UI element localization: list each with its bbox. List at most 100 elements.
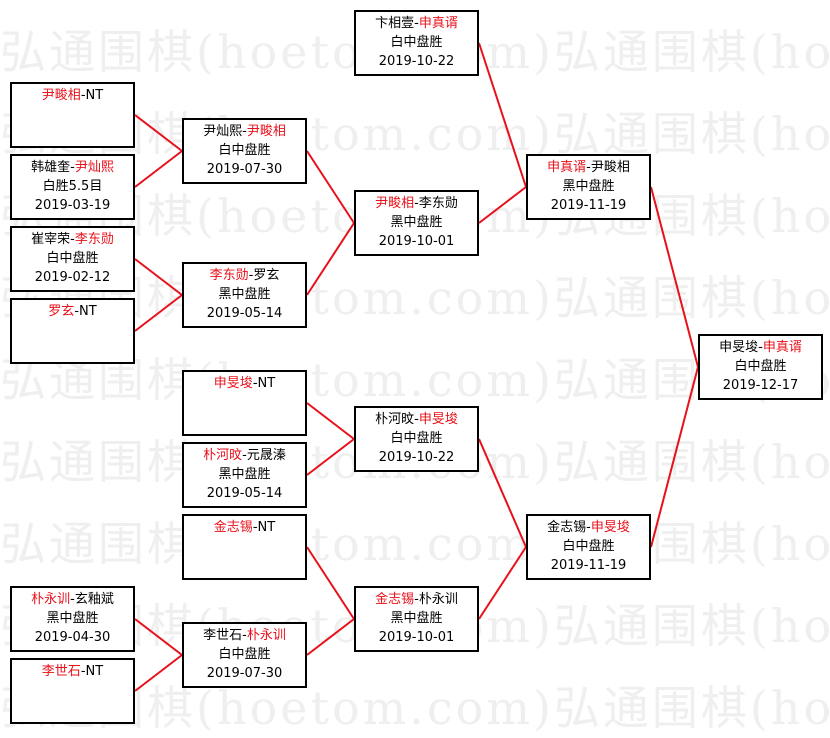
separator: -	[414, 196, 419, 211]
players-line: 申真谞-尹畯相	[528, 158, 649, 177]
separator: -	[242, 448, 247, 463]
player-1-name: 李世石	[203, 628, 243, 643]
connector-line	[134, 114, 183, 152]
player-2-name: 李东勋	[74, 232, 114, 247]
player-1-name: 申旻埈	[213, 376, 253, 391]
players-line: 申旻埈-NT	[184, 374, 305, 393]
connector-line	[306, 402, 355, 440]
connector-line	[478, 186, 527, 224]
player-1-name: 朴河旼	[203, 448, 243, 463]
player-2-name: 朴永训	[418, 592, 458, 607]
match-box: 申旻埈-NT	[182, 370, 307, 436]
match-date: 2019-11-19	[550, 558, 627, 573]
connector-line	[134, 150, 183, 188]
connector-line	[650, 186, 699, 368]
match-date: 2019-10-01	[378, 630, 455, 645]
players-line: 朴河旼-元晟溱	[184, 446, 305, 465]
player-2-name: 申旻埈	[418, 412, 458, 427]
players-line: 金志锡-朴永训	[356, 590, 477, 609]
players-line: 尹灿熙-尹畯相	[184, 122, 305, 141]
player-1-name: 尹畯相	[375, 196, 415, 211]
result-text: 黑中盘胜	[46, 611, 99, 626]
result-text: 黑中盘胜	[562, 179, 615, 194]
player-2-name: NT	[85, 664, 104, 679]
player-1-name: 李东勋	[209, 268, 249, 283]
match-box: 罗玄-NT	[10, 298, 135, 364]
player-2-name: NT	[79, 304, 97, 319]
result-text: 白胜5.5目	[42, 179, 103, 194]
separator: -	[242, 628, 247, 643]
players-line: 李世石-NT	[12, 662, 133, 681]
result-text: 黑中盘胜	[390, 611, 443, 626]
player-2-name: 元晟溱	[246, 448, 286, 463]
result-text: 白中盘胜	[390, 35, 443, 50]
separator: -	[586, 520, 591, 535]
result-text: 黑中盘胜	[390, 215, 443, 230]
result-text: 白中盘胜	[734, 359, 787, 374]
player-2-name: 朴永训	[246, 628, 286, 643]
result-text: 白中盘胜	[390, 431, 443, 446]
separator: -	[414, 16, 419, 31]
players-line: 李世石-朴永训	[184, 626, 305, 645]
player-1-name: 李世石	[41, 664, 81, 679]
players-line: 罗玄-NT	[12, 302, 133, 321]
match-date: 2019-04-30	[34, 630, 111, 645]
separator: -	[74, 304, 80, 319]
separator: -	[80, 88, 86, 103]
result-text: 白中盘胜	[46, 251, 99, 266]
match-box: 尹畯相-NT	[10, 82, 135, 148]
connector-line	[306, 618, 355, 656]
player-2-name: 申旻埈	[590, 520, 630, 535]
player-1-name: 申旻埈	[719, 340, 759, 355]
players-line: 尹畯相-李东勋	[356, 194, 477, 213]
connector-line	[134, 294, 183, 332]
match-date: 2019-07-30	[206, 666, 283, 681]
connector-line	[134, 618, 183, 656]
connector-line	[134, 258, 183, 296]
players-line: 崔宰荣-李东勋	[12, 230, 133, 249]
separator: -	[414, 592, 419, 607]
connector-line	[650, 366, 699, 548]
player-1-name: 申真谞	[547, 160, 587, 175]
connector-line	[478, 438, 527, 548]
player-2-name: 申真谞	[418, 16, 458, 31]
match-date: 2019-07-30	[206, 162, 283, 177]
connector-line	[306, 150, 355, 224]
player-2-name: NT	[257, 376, 276, 391]
players-line: 尹畯相-NT	[12, 86, 133, 105]
match-box: 李世石-NT	[10, 658, 135, 724]
player-1-name: 朴河旼	[375, 412, 415, 427]
separator: -	[248, 268, 254, 283]
player-2-name: 李东勋	[418, 196, 458, 211]
players-line: 金志锡-申旻埈	[528, 518, 649, 537]
player-2-name: 申真谞	[762, 340, 802, 355]
separator: -	[586, 160, 591, 175]
match-box: 卞相壹-申真谞白中盘胜 2019-10-22	[354, 10, 479, 76]
player-2-name: 尹灿熙	[74, 160, 114, 175]
separator: -	[70, 160, 75, 175]
match-date: 2019-10-22	[378, 450, 455, 465]
result-text: 白中盘胜	[218, 143, 271, 158]
connector-line	[306, 222, 355, 296]
players-line: 韩雄奎-尹灿熙	[12, 158, 133, 177]
player-1-name: 韩雄奎	[31, 160, 71, 175]
connector-line	[478, 546, 527, 620]
match-date: 2019-10-22	[378, 54, 455, 69]
player-1-name: 金志锡	[547, 520, 587, 535]
connector-line	[478, 42, 527, 188]
player-2-name: 尹畯相	[246, 124, 286, 139]
match-box: 金志锡-NT	[182, 514, 307, 580]
result-text: 白中盘胜	[218, 647, 271, 662]
player-2-name: 玄釉斌	[74, 592, 114, 607]
match-box: 金志锡-朴永训黑中盘胜 2019-10-01	[354, 586, 479, 652]
result-text: 黑中盘胜	[218, 287, 271, 302]
players-line: 卞相壹-申真谞	[356, 14, 477, 33]
